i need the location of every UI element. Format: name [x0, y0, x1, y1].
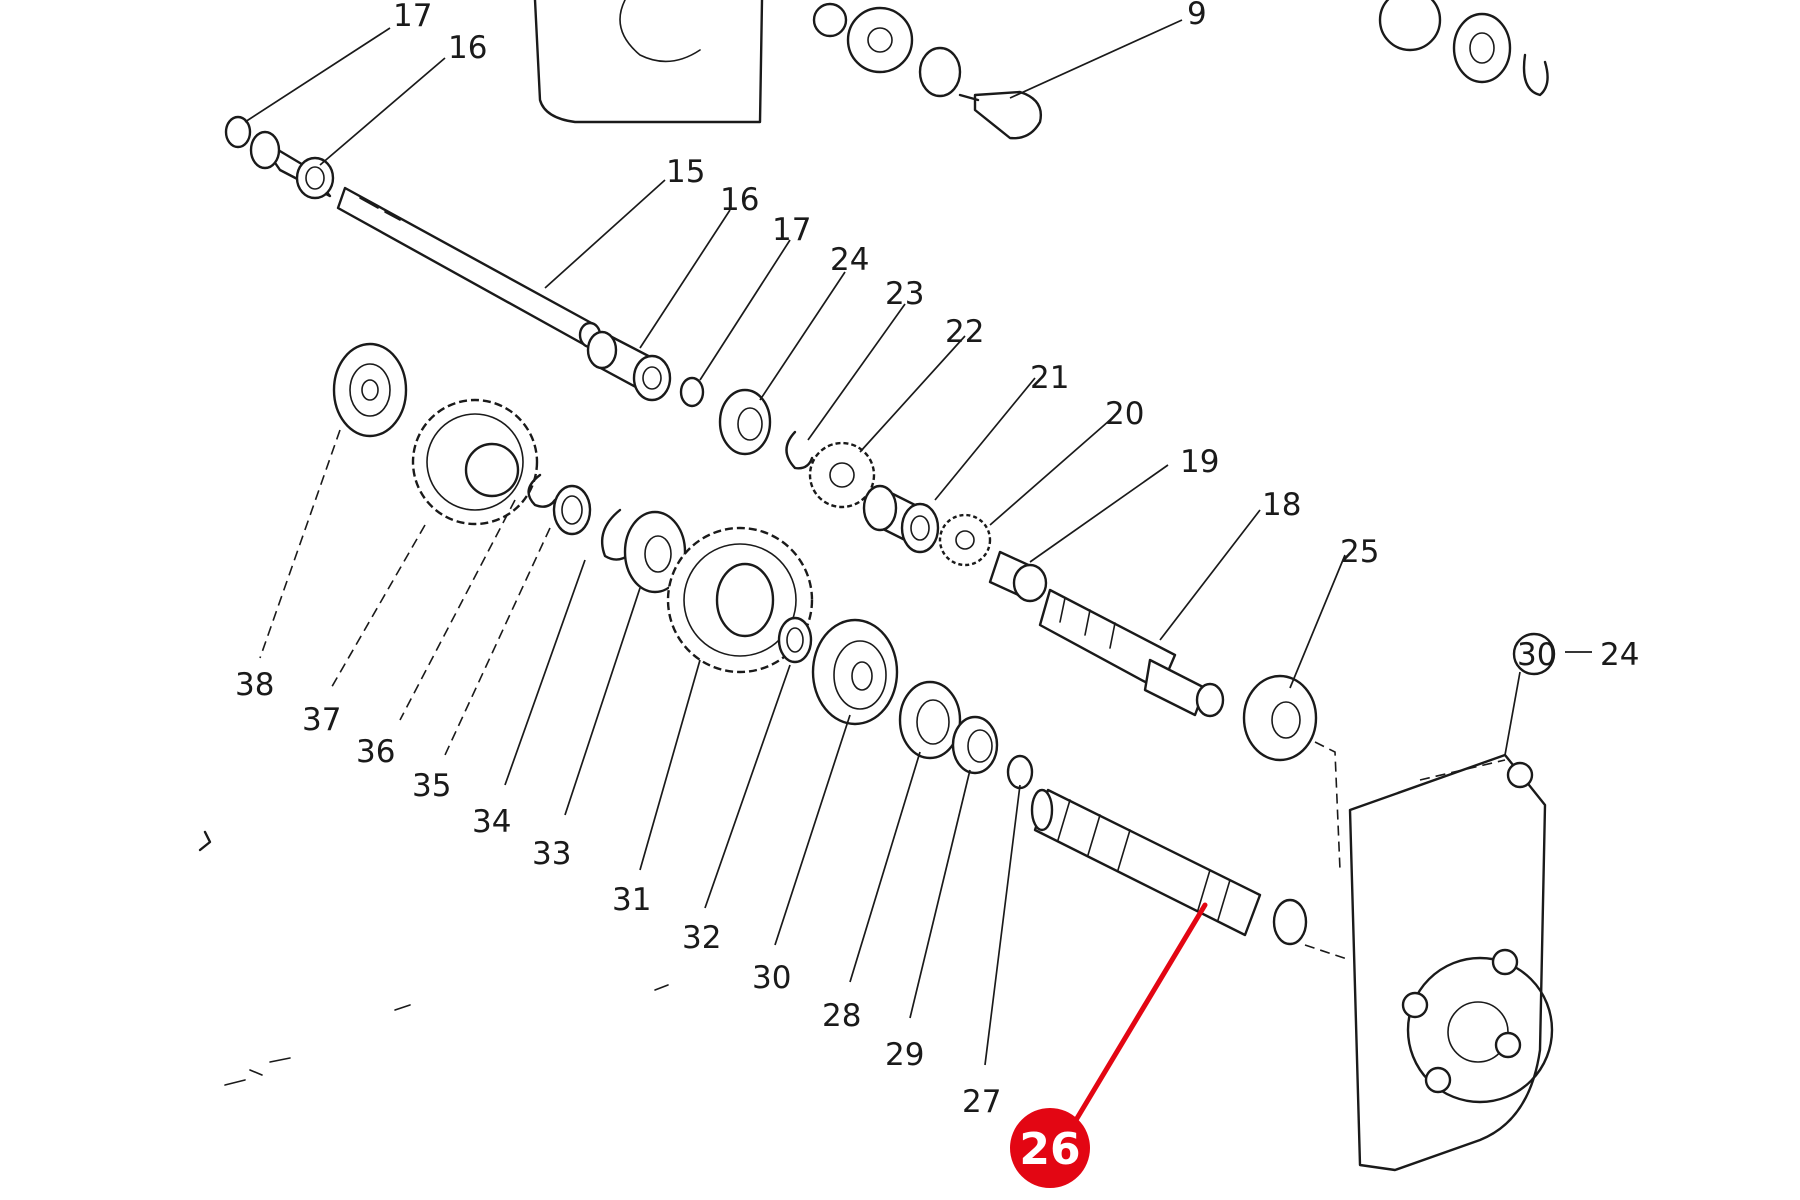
circlip-34 — [600, 508, 632, 561]
callout-18: 18 — [1262, 487, 1301, 523]
gear-20 — [938, 513, 992, 567]
callout-27: 27 — [962, 1084, 1001, 1120]
callout-25: 25 — [1340, 534, 1379, 570]
callout-16-upper: 16 — [448, 30, 487, 66]
callout-34: 34 — [472, 804, 511, 840]
callout-19: 19 — [1180, 444, 1219, 480]
circlip-36 — [527, 473, 557, 508]
collar-29 — [951, 715, 999, 775]
gear-22 — [808, 441, 876, 509]
callout-38: 38 — [235, 667, 274, 703]
bearing-25 — [1242, 674, 1318, 762]
bushing-16-lower — [586, 330, 672, 402]
bearing-38 — [332, 342, 408, 438]
callout-20: 20 — [1105, 396, 1144, 432]
callout-31: 31 — [612, 882, 651, 918]
shaft-18 — [1038, 588, 1225, 718]
top-sprocket-assembly — [812, 2, 1042, 140]
highlight-badge — [1010, 1108, 1090, 1188]
shaft-26 — [1030, 788, 1308, 946]
gear-31 — [666, 526, 814, 674]
callout-36: 36 — [356, 734, 395, 770]
washer-27 — [1006, 754, 1034, 790]
scan-specks — [224, 984, 669, 1086]
callout-17: 17 — [772, 212, 811, 248]
callout-33: 33 — [532, 836, 571, 872]
stray-mark — [198, 830, 212, 852]
callout-numbers: 17 16 9 15 16 17 24 23 22 21 20 19 18 25… — [235, 0, 1639, 1120]
callout-16: 16 — [720, 182, 759, 218]
callout-24: 24 — [830, 242, 869, 278]
top-right-bearing-group — [1378, 0, 1549, 97]
bearing-24 — [718, 388, 772, 456]
cover-plate — [1348, 753, 1554, 1172]
collar-21 — [862, 484, 940, 554]
circlip-17-upper — [224, 115, 252, 149]
upper-housing-fragment — [533, 0, 764, 124]
circlip-17-lower — [679, 376, 705, 408]
collar-19 — [988, 550, 1048, 603]
callout-30-ref-circle — [1512, 632, 1556, 676]
bearing-30 — [811, 618, 899, 726]
seal-28 — [898, 680, 962, 760]
callout-30: 30 — [752, 960, 791, 996]
callout-22: 22 — [945, 314, 984, 350]
circlip-23 — [785, 430, 814, 470]
leader-lines — [244, 19, 1592, 1066]
shaft-15 — [336, 186, 602, 349]
callout-17-upper: 17 — [393, 0, 432, 34]
callout-37: 37 — [302, 702, 341, 738]
callout-21: 21 — [1030, 360, 1069, 396]
highlight-part-26: 26 — [1010, 902, 1208, 1188]
callout-9: 9 — [1187, 0, 1207, 32]
callout-15: 15 — [666, 154, 705, 190]
callout-32: 32 — [682, 920, 721, 956]
callout-23: 23 — [885, 276, 924, 312]
bushing-16-upper — [249, 130, 335, 200]
washer-35 — [552, 484, 592, 536]
callout-35: 35 — [412, 768, 451, 804]
highlight-leader-line — [1067, 902, 1208, 1133]
highlight-label: 26 — [1019, 1124, 1080, 1175]
callout-29: 29 — [885, 1037, 924, 1073]
callout-24-ref: 24 — [1600, 637, 1639, 673]
callout-28: 28 — [822, 998, 861, 1034]
gear-37 — [411, 398, 539, 526]
callout-30-ref: 30 — [1517, 637, 1556, 673]
washer-32 — [777, 616, 813, 664]
